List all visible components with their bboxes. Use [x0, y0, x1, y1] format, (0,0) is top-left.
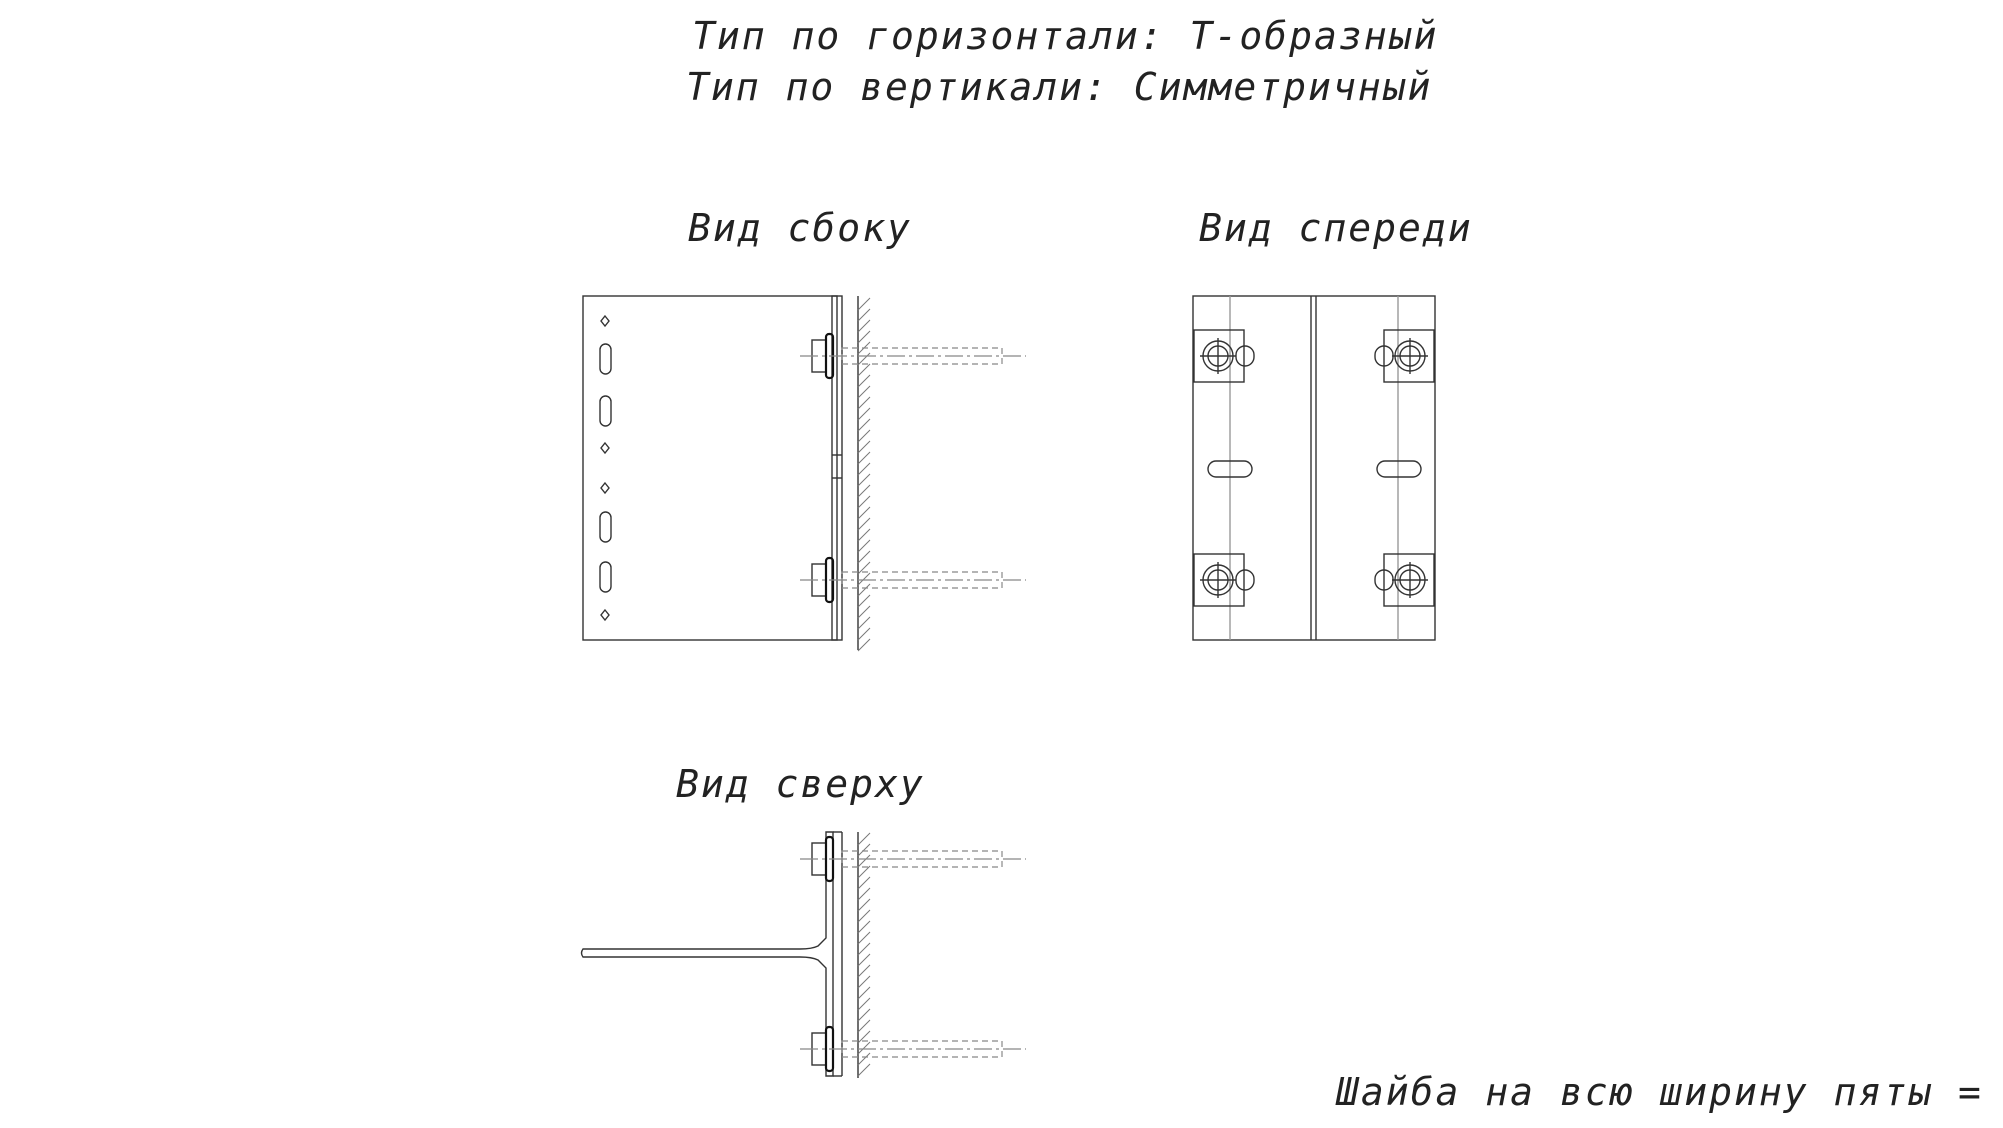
front-bolt-top-left — [1193, 329, 1255, 383]
hatch-line — [857, 1030, 871, 1044]
hatch-line — [857, 1019, 871, 1033]
t-profile — [580, 831, 834, 1077]
hatch-line — [857, 920, 871, 934]
hatch-line — [857, 528, 871, 542]
bracket-plate — [582, 295, 838, 641]
hatch-line — [857, 385, 871, 399]
hatch-line — [857, 638, 871, 652]
hatch-line — [857, 898, 871, 912]
anchor-bolt-upper — [800, 332, 1026, 380]
hatch-line — [857, 843, 871, 857]
hatch-line — [857, 451, 871, 465]
hatch-line — [857, 953, 871, 967]
hatch-line — [857, 429, 871, 443]
hatch-line — [857, 975, 871, 989]
hatch-line — [857, 887, 871, 901]
hatch-line — [857, 418, 871, 432]
hatch-line — [857, 1063, 871, 1077]
front-outline — [1192, 295, 1436, 641]
hatch-line — [857, 605, 871, 619]
hatch-line — [857, 352, 871, 366]
hatch-line — [857, 909, 871, 923]
hatch-line — [857, 473, 871, 487]
hatch-line — [857, 539, 871, 553]
hatch-line — [857, 297, 871, 311]
hatch-line — [857, 440, 871, 454]
hatch-line — [857, 517, 871, 531]
hatch-line — [857, 374, 871, 388]
front-view-title: Вид спереди — [1199, 206, 1473, 250]
hatch-line — [857, 550, 871, 564]
hatch-line — [857, 319, 871, 333]
hatch-line — [857, 865, 871, 879]
front-bolt-bottom-right — [1374, 553, 1435, 607]
hatch-line — [857, 495, 871, 509]
hatch-line — [857, 407, 871, 421]
hatch-line — [857, 396, 871, 410]
hatch-line — [857, 561, 871, 575]
hatch-line — [857, 876, 871, 890]
hatch-line — [857, 363, 871, 377]
front-view — [1192, 295, 1436, 641]
hatch-line — [857, 964, 871, 978]
top-wall-hatch — [857, 832, 871, 1077]
front-slot-left — [1207, 460, 1253, 478]
hatch-line — [857, 1008, 871, 1022]
hatch-line — [857, 484, 871, 498]
front-slot-right — [1376, 460, 1422, 478]
front-bolt-top-right — [1374, 329, 1435, 383]
hatch-line — [857, 330, 871, 344]
vertical-type-label: Тип по вертикали: Симметричный — [686, 65, 1433, 109]
washer-note: Шайба на всю ширину пяты = нет — [1336, 1070, 2003, 1114]
side-view — [582, 295, 1026, 652]
hatch-line — [857, 942, 871, 956]
hatch-line — [857, 572, 871, 586]
hatch-line — [857, 308, 871, 322]
anchor-bolt-lower — [800, 556, 1026, 604]
hatch-line — [857, 854, 871, 868]
hatch-line — [857, 986, 871, 1000]
hatch-line — [857, 506, 871, 520]
hatch-line — [857, 616, 871, 630]
wall-hatch — [857, 297, 871, 652]
hatch-line — [857, 1052, 871, 1066]
hatch-line — [857, 931, 871, 945]
hatch-line — [857, 583, 871, 597]
hatch-line — [857, 594, 871, 608]
hatch-line — [857, 832, 871, 846]
top-view — [580, 831, 1026, 1078]
front-bolt-bottom-left — [1193, 553, 1255, 607]
hatch-line — [857, 627, 871, 641]
horizontal-type-label: Тип по горизонтали: Т-образный — [692, 14, 1439, 58]
slot-holes — [599, 314, 612, 622]
hatch-line — [857, 997, 871, 1011]
hatch-line — [857, 462, 871, 476]
top-view-title: Вид сверху — [676, 762, 925, 806]
side-view-title: Вид сбоку — [688, 206, 912, 250]
bracket-heel — [831, 295, 843, 641]
top-anchor-lower — [800, 1025, 1026, 1073]
hatch-line — [857, 1041, 871, 1055]
top-anchor-upper — [800, 835, 1026, 883]
